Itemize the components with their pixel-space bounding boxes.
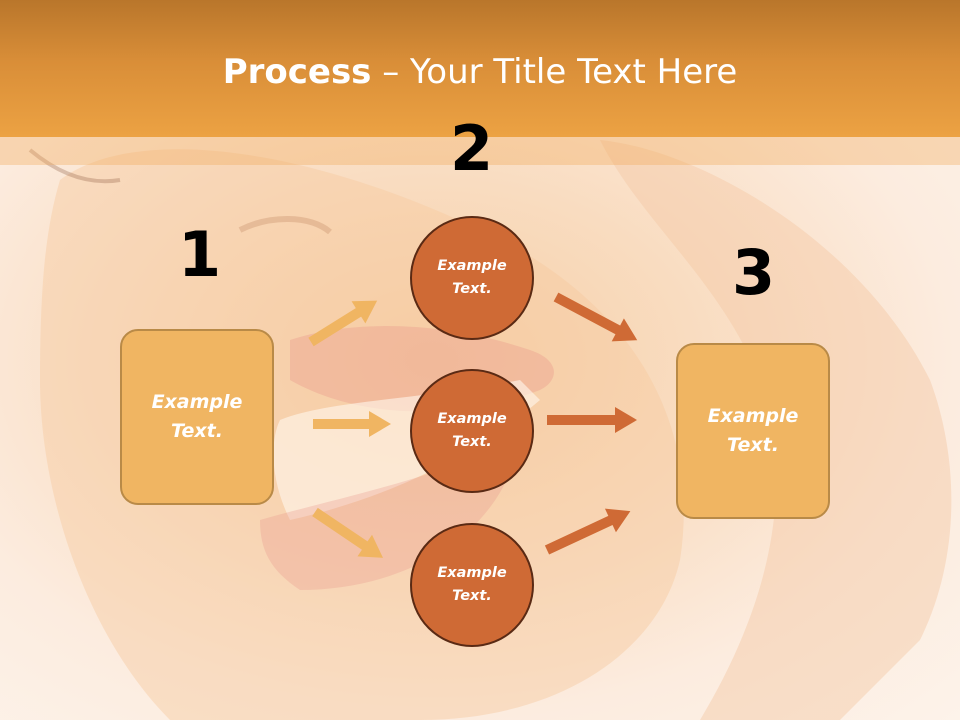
circle-middle: Example Text. — [410, 369, 534, 493]
step-number-3: 3 — [732, 236, 776, 309]
left-box-text-line2: Text. — [171, 420, 223, 442]
circle-top-text-line2: Text. — [452, 281, 492, 297]
slide-title-bold: Process — [222, 52, 372, 92]
left-process-box: Example Text. — [120, 329, 274, 505]
arrow-right-icon — [544, 508, 631, 555]
arrow-right-icon — [308, 300, 378, 347]
arrow-right-icon — [547, 407, 637, 433]
right-box-text-line1: Example — [707, 405, 799, 427]
circle-bottom-text-line2: Text. — [452, 588, 492, 604]
arrow-right-icon — [553, 292, 638, 342]
step-number-1: 1 — [178, 218, 222, 291]
circle-bottom: Example Text. — [410, 523, 534, 647]
arrow-right-icon — [313, 411, 391, 437]
slide-title: Process – Your Title Text Here — [0, 52, 960, 92]
circle-bottom-text-line1: Example — [437, 565, 507, 581]
slide-title-rest: – Your Title Text Here — [371, 52, 738, 92]
circle-middle-text-line2: Text. — [452, 434, 492, 450]
arrow-right-icon — [312, 507, 383, 558]
circle-top-text-line1: Example — [437, 258, 507, 274]
left-box-text-line1: Example — [151, 391, 243, 413]
title-bar-band — [0, 137, 960, 165]
circle-middle-text-line1: Example — [437, 411, 507, 427]
title-bar — [0, 0, 960, 137]
circle-top: Example Text. — [410, 216, 534, 340]
step-number-2: 2 — [450, 112, 494, 185]
right-process-box: Example Text. — [676, 343, 830, 519]
right-box-text-line2: Text. — [727, 434, 779, 456]
